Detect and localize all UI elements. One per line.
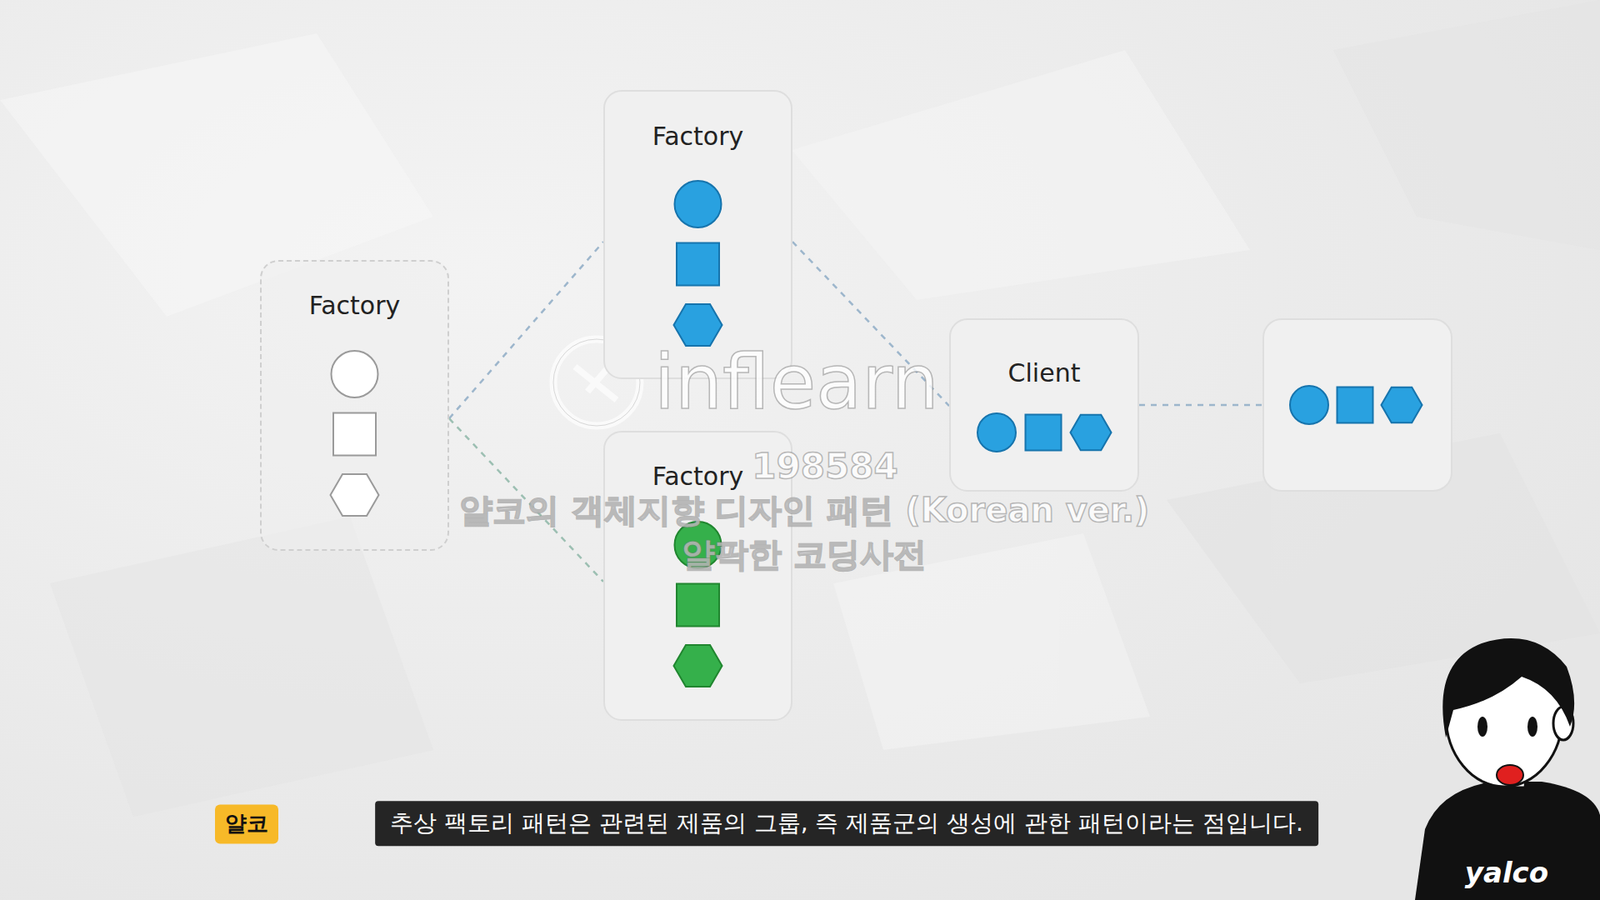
product-square [333, 413, 376, 456]
output-connector [1139, 404, 1263, 407]
node-title: Client [1008, 358, 1081, 389]
product-hex [1070, 415, 1112, 450]
character-hair [1442, 638, 1575, 738]
product-square [676, 243, 720, 286]
subtitle: 추상 팩토리 패턴은 관련된 제품의 그룹, 즉 제품군의 생성에 관한 패턴이… [375, 800, 1319, 846]
node-title: Factory [652, 461, 745, 492]
character-eye [1527, 716, 1538, 737]
watermark-course: 얄코의 객체지향 디자인 패턴 (Korean ver.) [459, 490, 1150, 530]
product-circle [331, 350, 379, 398]
product-output-box [1263, 319, 1452, 491]
watermark-channel: 얄팍한 코딩사전 [681, 534, 927, 575]
node-title: Factory [652, 121, 745, 152]
product-square [1025, 415, 1062, 451]
client-box: Client [949, 318, 1140, 492]
character-mouth [1496, 765, 1524, 785]
product-hex [330, 474, 380, 516]
character-body [1415, 781, 1600, 900]
watermark-logo: inflearn [654, 337, 940, 428]
watermark-id: 198584 [751, 445, 898, 488]
speaker-tag: 얄코 [215, 804, 279, 844]
abstract-factory-box: Factory [260, 260, 450, 551]
product-circle [675, 180, 722, 228]
product-hex [674, 645, 723, 687]
dashed-connector [449, 241, 604, 419]
node-title: Factory [309, 290, 401, 321]
character-eye [1477, 716, 1488, 737]
product-square [676, 584, 720, 627]
paper-creases [0, 0, 1600, 817]
product-icons [950, 320, 1141, 494]
factory-box: Factory [603, 90, 793, 380]
brand-logo: yalco [1465, 855, 1549, 890]
product-circle [977, 413, 1016, 452]
